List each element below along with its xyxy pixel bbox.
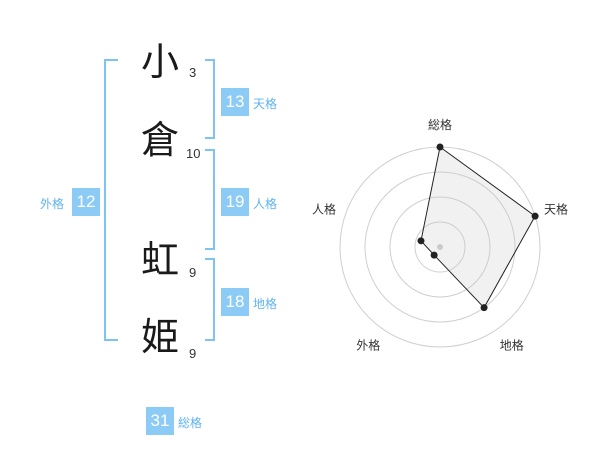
radar-ring-1 bbox=[414, 221, 466, 273]
radar-center bbox=[437, 244, 443, 250]
radar-axis-label-2: 地格 bbox=[500, 338, 524, 353]
radar-point-3 bbox=[430, 251, 438, 259]
tenkaku-label: 天格 bbox=[253, 97, 278, 111]
jinkaku-value: 19 bbox=[221, 188, 249, 216]
radar-point-1 bbox=[531, 212, 539, 220]
tenkaku-value: 13 bbox=[221, 88, 249, 116]
radar-axis-label-0: 総格 bbox=[428, 117, 452, 132]
char-2: 倉 bbox=[140, 118, 179, 162]
soukaku-value: 31 bbox=[146, 407, 174, 435]
char-1-strokes: 3 bbox=[189, 65, 197, 80]
radar-axis-label-3: 外格 bbox=[356, 338, 380, 353]
radar-ring-2 bbox=[389, 196, 491, 298]
radar-axis-label-1: 天格 bbox=[544, 201, 568, 216]
radar-point-0 bbox=[436, 143, 444, 151]
chikaku-value: 18 bbox=[221, 288, 249, 316]
radar-point-2 bbox=[480, 304, 488, 312]
jinkaku-bracket bbox=[205, 149, 215, 250]
char-1: 小 bbox=[140, 40, 179, 84]
char-2-strokes: 10 bbox=[186, 146, 201, 161]
char-3: 虹 bbox=[140, 238, 179, 282]
char-4: 姫 bbox=[140, 315, 179, 359]
outer-bracket bbox=[104, 59, 118, 341]
chikaku-bracket bbox=[205, 258, 215, 341]
chikaku-label: 地格 bbox=[253, 297, 278, 311]
gaikaku-value: 12 bbox=[72, 188, 100, 216]
tenkaku-bracket bbox=[205, 59, 215, 139]
char-4-strokes: 9 bbox=[189, 346, 197, 361]
radar-axis-label-4: 人格 bbox=[312, 201, 336, 216]
char-3-strokes: 9 bbox=[189, 265, 197, 280]
gaikaku-label: 外格 bbox=[40, 197, 65, 211]
radar-ring-3 bbox=[364, 171, 516, 323]
soukaku-label: 総格 bbox=[178, 416, 203, 430]
jinkaku-label: 人格 bbox=[253, 197, 278, 211]
radar-point-4 bbox=[417, 237, 425, 245]
radar-area bbox=[420, 146, 536, 309]
